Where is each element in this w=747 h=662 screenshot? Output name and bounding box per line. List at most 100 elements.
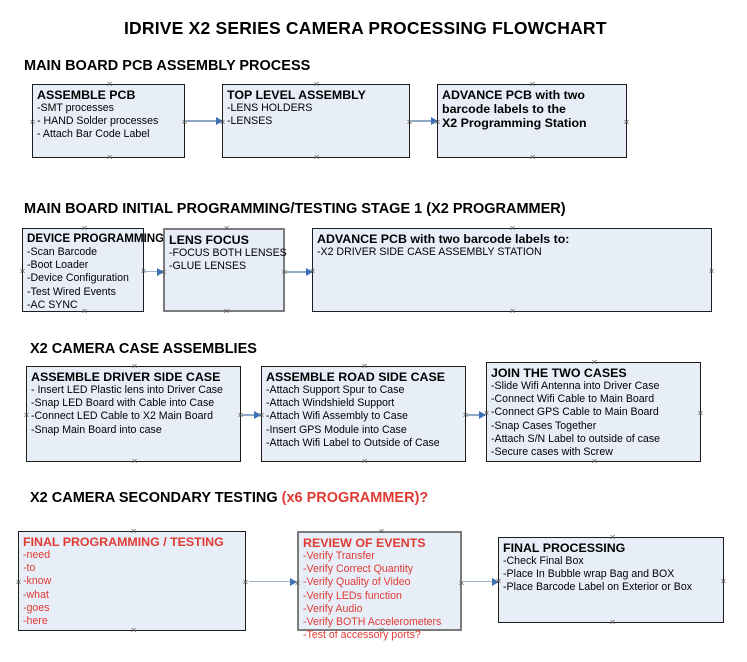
resize-handle-left[interactable] [160,269,167,276]
resize-handle-top[interactable] [131,363,138,370]
resize-handle-top[interactable] [106,81,113,88]
node-device-programming[interactable]: DEVICE PROGRAMMING -Scan Barcode -Boot L… [19,225,165,315]
resize-handle-bottom[interactable] [131,458,138,465]
resize-handle-right[interactable] [697,410,704,417]
node-header: JOIN THE TWO CASES [491,366,627,380]
node-line: -here [23,615,48,628]
node-header-line: X2 Programming Station [442,116,587,130]
resize-handle-top[interactable] [313,81,320,88]
resize-handle-bottom[interactable] [130,627,137,634]
resize-handle-left[interactable] [294,580,301,587]
node-final-processing[interactable]: FINAL PROCESSING -Check Final Box -Place… [498,537,724,623]
resize-handle-top[interactable] [223,225,230,232]
node-line: -Attach Wifi Assembly to Case [266,410,408,423]
resize-handle-left[interactable] [258,412,265,419]
node-header: DEVICE PROGRAMMING [27,232,165,245]
connector-final-programming-to-review-of-events[interactable] [249,577,297,586]
node-line: -Insert GPS Module into Case [266,423,407,436]
resize-handle-left[interactable] [19,268,26,275]
node-line: -Slide Wifi Antenna into Driver Case [491,380,660,392]
node-line: -Snap LED Board with Cable into Case [31,397,215,410]
resize-handle-top[interactable] [378,528,385,535]
node-line: -Place In Bubble wrap Bag and BOX [503,568,675,581]
node-line: -Snap Main Board into case [31,423,162,436]
section-title-main-board-initial-programming: MAIN BOARD INITIAL PROGRAMMING/TESTING S… [24,201,566,217]
node-line: -goes [23,601,50,614]
resize-handle-bottom[interactable] [591,458,598,465]
node-final-programming-testing[interactable]: FINAL PROGRAMMING / TESTING -need -to -k… [18,531,246,631]
resize-handle-left[interactable] [29,119,36,126]
node-top-level-assembly[interactable]: TOP LEVEL ASSEMBLY -LENS HOLDERS -LENSES [222,84,410,158]
node-line: -Attach Windshield Support [266,397,395,410]
node-join-the-two-cases[interactable]: JOIN THE TWO CASES -Slide Wifi Antenna i… [486,362,701,462]
resize-handle-bottom[interactable] [609,619,616,626]
node-header: ASSEMBLE PCB [37,88,136,102]
resize-handle-bottom[interactable] [106,154,113,161]
resize-handle-left[interactable] [219,119,226,126]
resize-handle-left[interactable] [495,578,502,585]
node-header: ASSEMBLE ROAD SIDE CASE [266,370,445,384]
node-line: -need [23,549,51,561]
resize-handle-right[interactable] [708,268,715,275]
node-line: -GLUE LENSES [169,260,247,273]
resize-handle-top[interactable] [609,534,616,541]
node-review-of-events[interactable]: REVIEW OF EVENTS -Verify Transfer -Verif… [294,528,462,641]
node-advance-pcb-to-x2-programming-station[interactable]: ADVANCE PCB with two barcode labels to t… [437,84,627,158]
resize-handle-bottom[interactable] [361,458,368,465]
resize-handle-right[interactable] [623,119,630,126]
node-line: -Verify Correct Quantity [303,563,414,576]
resize-handle-bottom[interactable] [529,154,536,161]
resize-handle-right[interactable] [242,579,249,586]
section-title-x2-camera-case-assemblies: X2 CAMERA CASE ASSEMBLIES [30,341,257,357]
resize-handle-top[interactable] [509,225,516,232]
node-line: -Attach S/N Label to outside of case [491,432,661,445]
node-line: -Verify Transfer [303,550,375,562]
node-assemble-pcb[interactable]: ASSEMBLE PCB -SMT processes - HAND Solde… [32,84,185,158]
section-title-text: X2 CAMERA SECONDARY TESTING [30,490,282,506]
node-line: -Check Final Box [503,555,584,567]
node-line: -Test Wired Events [27,285,116,298]
resize-handle-right[interactable] [720,578,727,585]
resize-handle-top[interactable] [361,363,368,370]
node-header: ADVANCE PCB with two [442,88,585,102]
node-line: -Scan Barcode [27,246,98,258]
node-line: -Place Barcode Label on Exterior or Box [503,581,693,594]
resize-handle-top[interactable] [130,528,137,535]
node-header: TOP LEVEL ASSEMBLY [227,88,366,102]
node-assemble-road-side-case[interactable]: ASSEMBLE ROAD SIDE CASE -Attach Support … [261,366,466,462]
node-line: -FOCUS BOTH LENSES [169,247,287,259]
resize-handle-bottom[interactable] [378,627,385,634]
resize-handle-left[interactable] [483,410,490,417]
page-title: IDRIVE X2 SERIES CAMERA PROCESSING FLOWC… [124,18,607,38]
node-line: -LENS HOLDERS [227,102,313,114]
node-line: -AC SYNC [27,298,78,311]
resize-handle-bottom[interactable] [223,308,230,315]
node-advance-pcb-to-driver-side-case-assembly-station[interactable]: ADVANCE PCB with two barcode labels to: … [312,228,712,312]
resize-handle-top[interactable] [529,81,536,88]
node-header: LENS FOCUS [169,233,249,247]
node-lens-focus[interactable]: LENS FOCUS -FOCUS BOTH LENSES -GLUE LENS… [160,225,287,315]
resize-handle-top[interactable] [81,225,88,232]
node-header-line: barcode labels to the [442,102,566,116]
node-line: - Insert LED Plastic lens into Driver Ca… [31,384,223,396]
resize-handle-bottom[interactable] [313,154,320,161]
resize-handle-top[interactable] [591,359,598,366]
node-header: REVIEW OF EVENTS [303,536,426,550]
resize-handle-left[interactable] [309,268,316,275]
node-assemble-driver-side-case[interactable]: ASSEMBLE DRIVER SIDE CASE - Insert LED P… [26,366,241,462]
node-line: -Device Configuration [27,272,129,285]
connector-review-of-events-to-final-processing[interactable] [464,577,499,586]
node-line: -SMT processes [37,102,114,114]
resize-handle-bottom[interactable] [509,308,516,315]
resize-handle-left[interactable] [15,579,22,586]
resize-handle-bottom[interactable] [81,308,88,315]
section-title-red-text: (x6 PROGRAMMER)? [281,490,429,506]
resize-handle-left[interactable] [23,412,30,419]
node-line: -Verify Quality of Video [303,576,411,589]
connector-assemble-pcb-to-top-level-assembly[interactable] [186,117,223,125]
node-line: -Connect Wifi Cable to Main Board [491,393,655,406]
section-title-x2-camera-secondary-testing: X2 CAMERA SECONDARY TESTING (x6 PROGRAMM… [30,490,428,506]
node-line: -Verify Audio [303,602,363,615]
resize-handle-left[interactable] [434,119,441,126]
